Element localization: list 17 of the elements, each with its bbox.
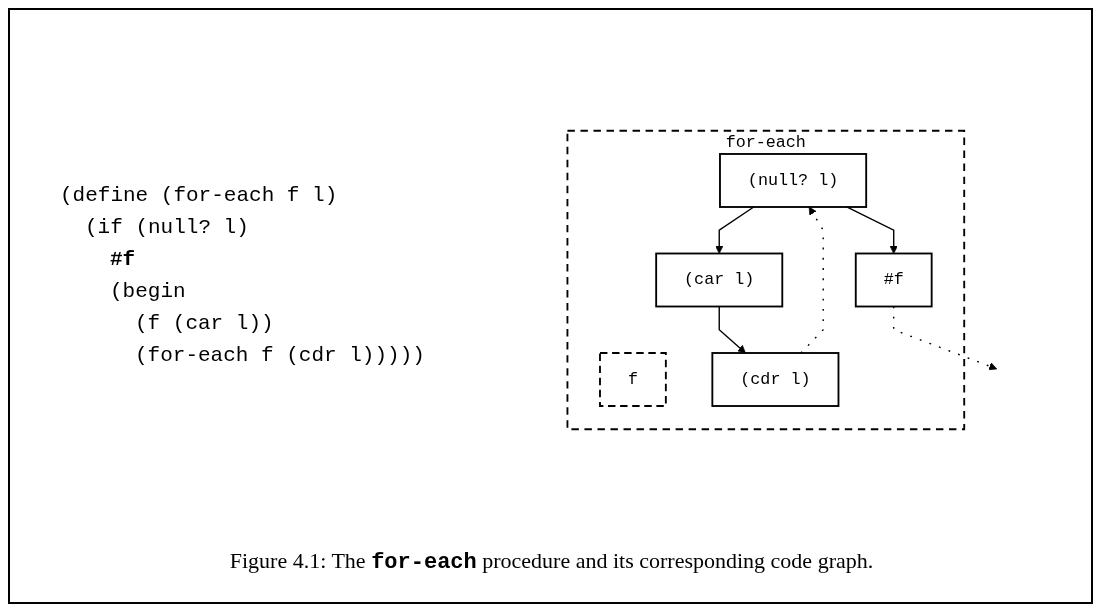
arrow xyxy=(893,305,998,371)
code-line: (if (null? l) xyxy=(84,215,250,241)
code-line: #f xyxy=(109,247,137,273)
node-box: (car l) xyxy=(655,252,784,308)
figure-caption: Figure 4.1: The for-each procedure and its corresponding code graph. xyxy=(228,548,875,575)
arrow xyxy=(715,206,755,254)
code-line: (for-each f (cdr l))))) xyxy=(134,343,425,369)
arrow xyxy=(718,305,746,354)
node-box: (null? l) xyxy=(719,153,868,208)
code-line: (f (car l)) xyxy=(134,311,275,337)
arrow xyxy=(800,206,824,354)
arrow xyxy=(846,206,898,254)
node-box: f xyxy=(599,352,667,407)
node-box: #f xyxy=(854,252,933,308)
code-line: (define (for-each f l) xyxy=(60,183,339,209)
node-box: (cdr l) xyxy=(711,352,840,407)
code-line: (begin xyxy=(109,279,187,305)
